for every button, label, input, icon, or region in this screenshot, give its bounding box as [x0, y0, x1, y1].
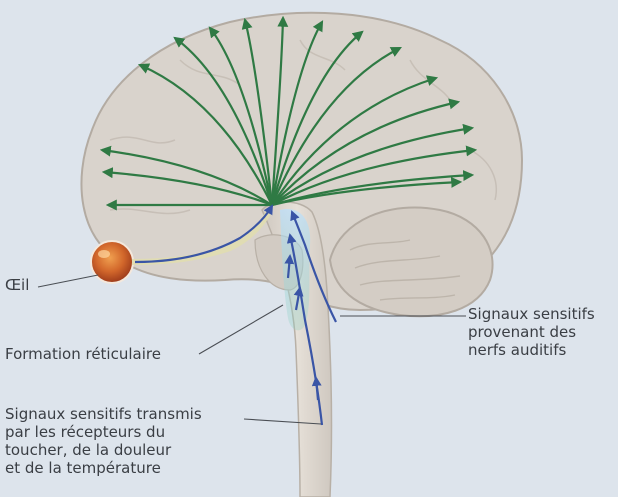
reticular-leader [199, 305, 283, 354]
reticular-formation-glow [280, 209, 310, 330]
label-eye: Œil [5, 276, 29, 294]
eye-icon [91, 241, 133, 283]
cerebellum [330, 207, 493, 316]
label-somatic-signals: Signaux sensitifs transmis par les récep… [5, 405, 202, 477]
eye-leader [38, 275, 98, 287]
label-reticular-formation: Formation réticulaire [5, 345, 161, 363]
label-auditory-signals: Signaux sensitifs provenant des nerfs au… [468, 305, 595, 359]
